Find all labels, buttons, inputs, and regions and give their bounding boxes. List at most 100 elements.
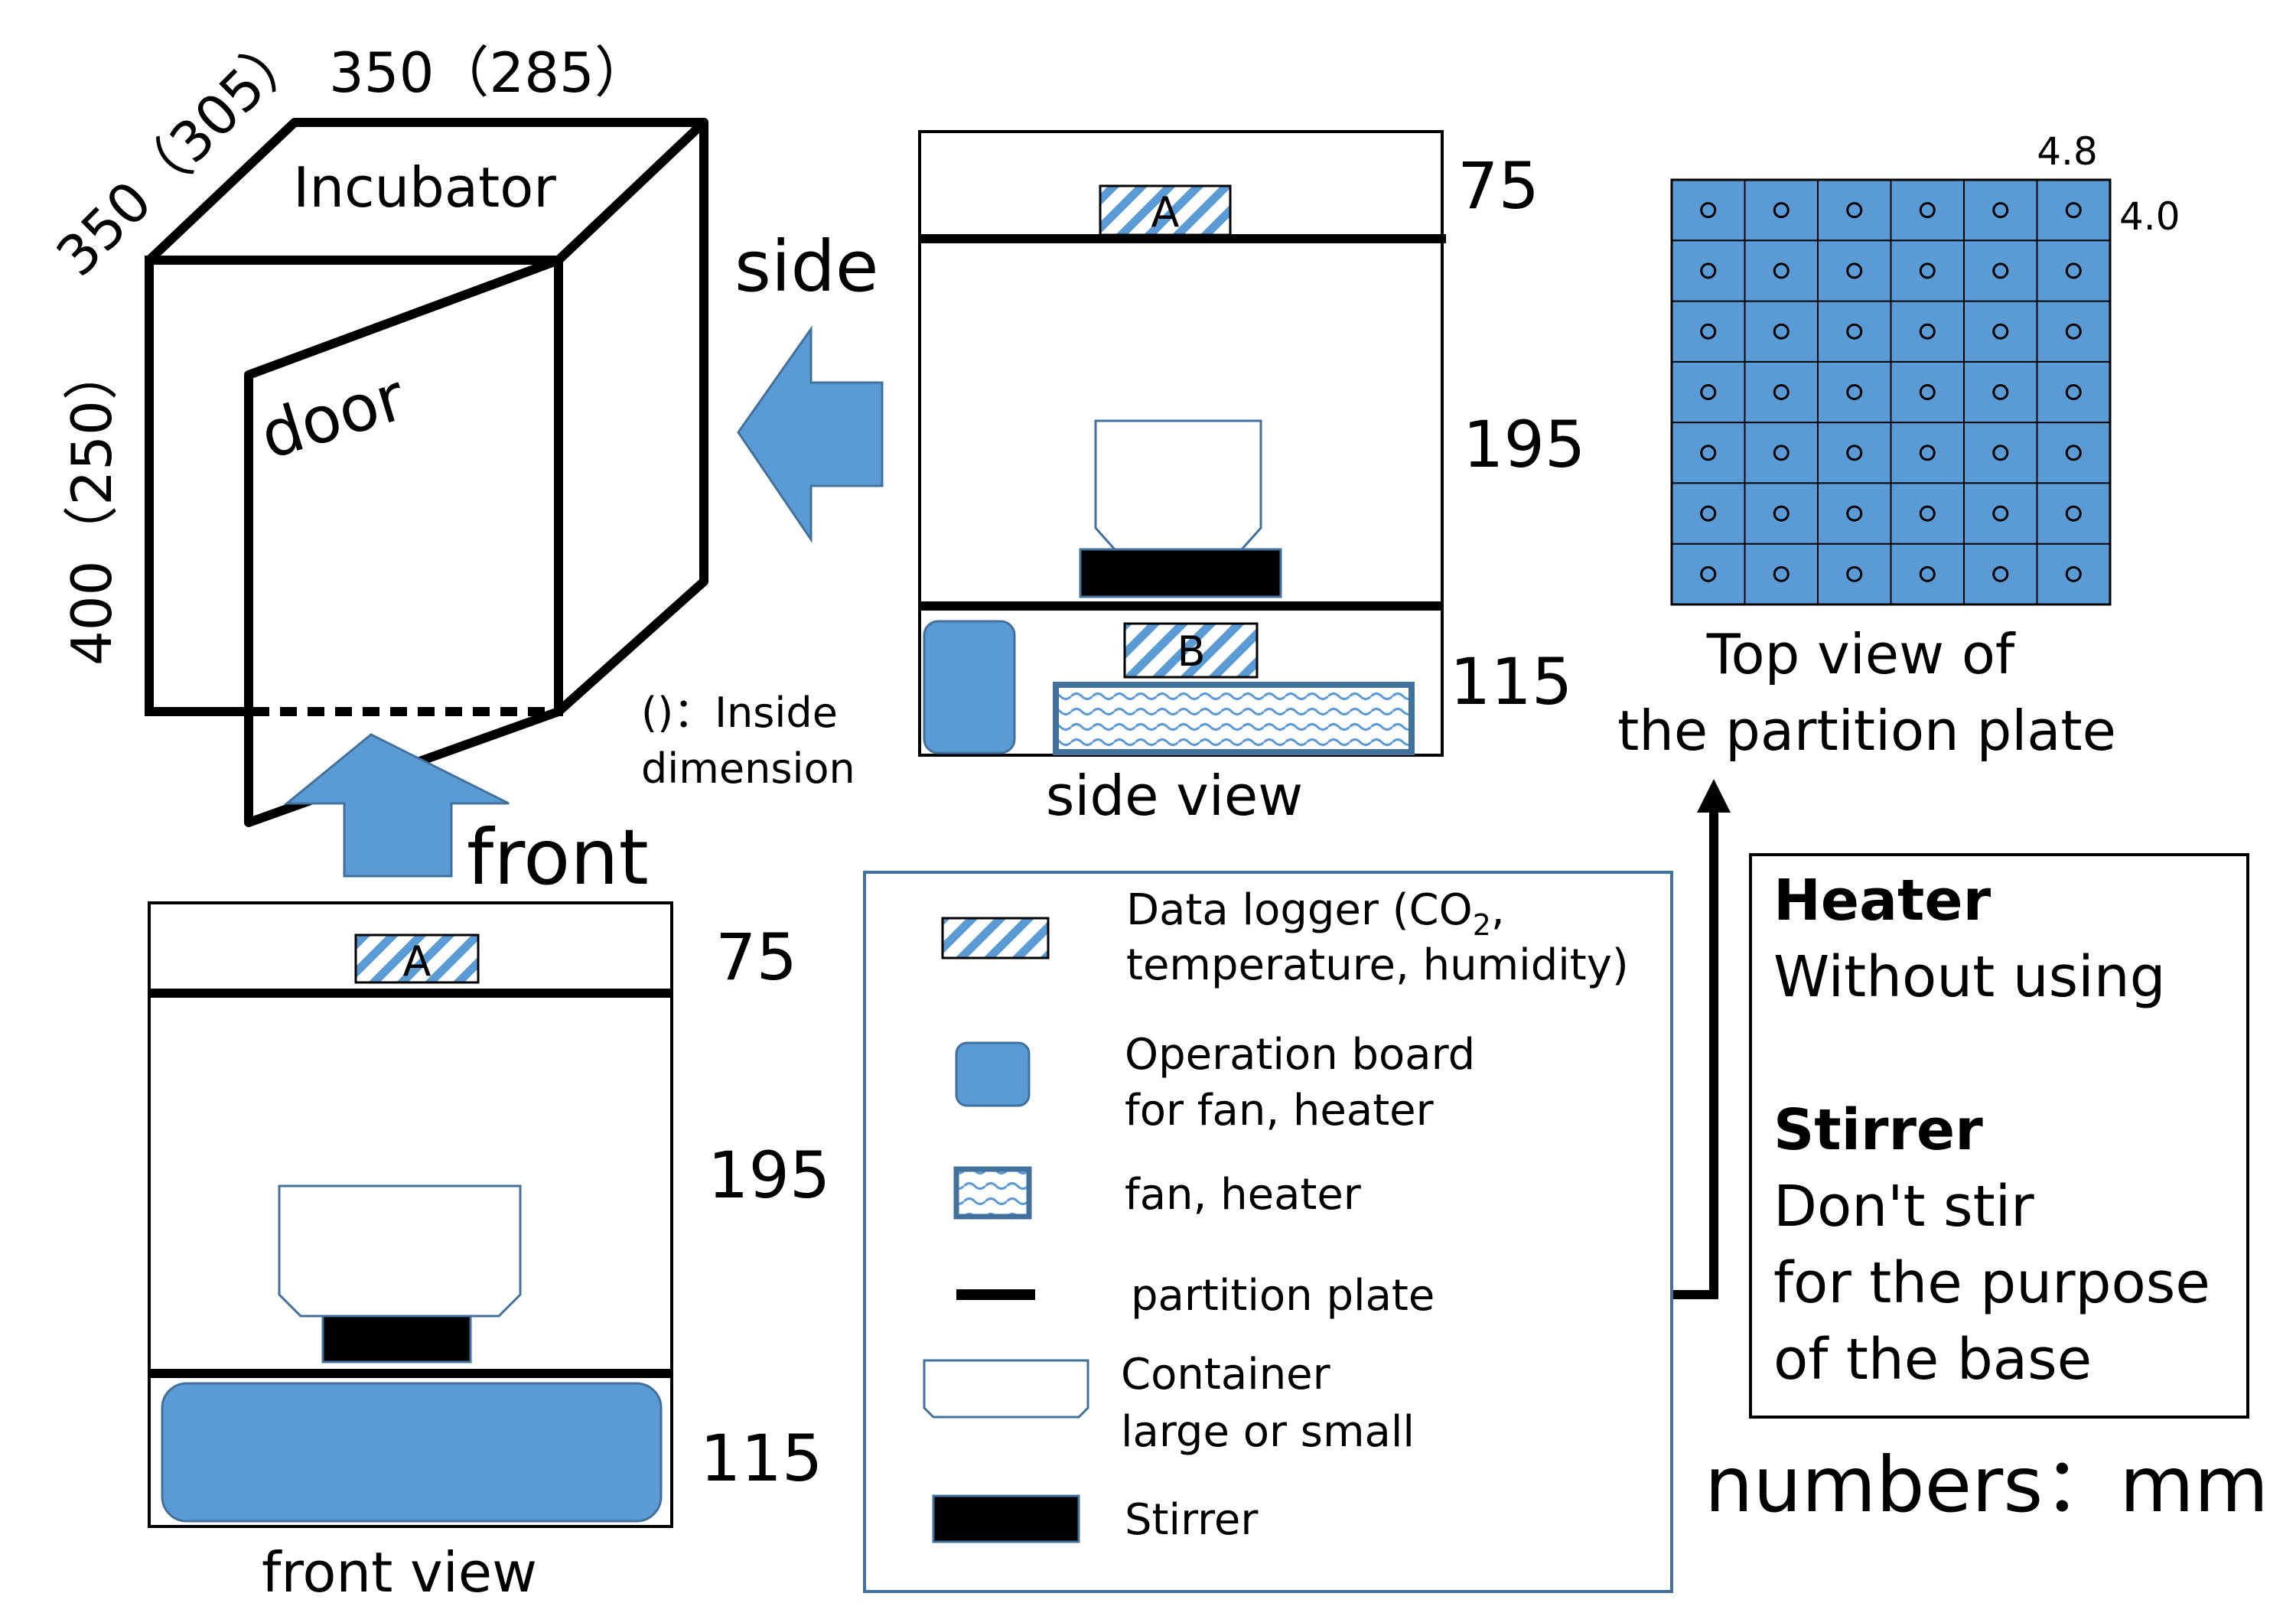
- plate-hole: [1992, 323, 2009, 340]
- heater-note-text: Without using: [1773, 944, 2166, 1010]
- front-arrow-shape: [283, 733, 510, 878]
- plate-hole: [1919, 202, 1936, 219]
- plate-hole: [1919, 445, 1936, 461]
- front-view-container: [278, 1184, 522, 1318]
- top-view-caption-line1: Top view of: [1706, 622, 2016, 686]
- side-view-logger-a-label: A: [1151, 188, 1180, 236]
- plate-hole: [1700, 505, 1717, 522]
- plate-hole: [2065, 384, 2082, 400]
- top-view: 4.8 4.0 Top view of the partition plate: [1617, 129, 2180, 763]
- front-view-caption: front view: [262, 1540, 537, 1605]
- plate-hole: [2065, 445, 2082, 461]
- legend-container-line1: Container: [1121, 1350, 1331, 1399]
- side-arrow: side: [734, 226, 884, 543]
- plate-hole: [2065, 202, 2082, 219]
- side-view-caption: side view: [1046, 764, 1303, 828]
- inside-dimension-note-line2: dimension: [641, 744, 855, 793]
- plate-hole: [1919, 505, 1936, 522]
- plate-hole: [1773, 323, 1790, 340]
- side-arrow-label: side: [734, 226, 879, 308]
- side-view-logger-a: [1099, 184, 1232, 236]
- plate-hole: [1919, 565, 1936, 582]
- front-view: A 75 195 115 front view: [148, 901, 830, 1605]
- legend-frame: [863, 871, 1673, 1593]
- incubator-title: Incubator: [293, 155, 556, 220]
- side-arrow-shape: [737, 325, 884, 543]
- legend-board-line2: for fan, heater: [1125, 1086, 1435, 1135]
- plate-hole: [2065, 565, 2082, 582]
- side-view-fan-heater: [1053, 682, 1415, 755]
- stirrer-note-line2: for the purpose: [1773, 1250, 2210, 1316]
- stirrer-note-line3: of the base: [1773, 1327, 2092, 1393]
- plate-hole: [2065, 262, 2082, 279]
- plate-hole: [1773, 262, 1790, 279]
- notes-box: Heater Without using Stirrer Don't stir …: [1749, 853, 2249, 1419]
- legend-board-line1: Operation board: [1125, 1030, 1475, 1080]
- plate-hole: [1773, 202, 1790, 219]
- plate-hole: [1700, 262, 1717, 279]
- notes-frame: [1749, 853, 2249, 1419]
- plate-hole: [1700, 384, 1717, 400]
- side-view-dim-bottom: 115: [1450, 644, 1572, 719]
- legend-logger-swatch: [941, 917, 1050, 960]
- plate-hole: [2065, 323, 2082, 340]
- plate-hole: [1846, 202, 1863, 219]
- plate-hole: [1846, 262, 1863, 279]
- legend-fan-label: fan, heater: [1125, 1170, 1362, 1220]
- front-view-dim-top: 75: [715, 920, 797, 995]
- plate-hole: [1700, 323, 1717, 340]
- side-view-dim-top: 75: [1457, 148, 1539, 223]
- front-view-dim-middle: 195: [708, 1138, 830, 1213]
- plate-hole: [1700, 202, 1717, 219]
- plate-hole: [1700, 565, 1717, 582]
- plate-hole: [1992, 505, 2009, 522]
- legend-fan-swatch: [953, 1166, 1032, 1220]
- plate-hole: [1773, 565, 1790, 582]
- top-view-dim-cell-height: 4.0: [2119, 194, 2180, 239]
- legend-stirrer-label: Stirrer: [1125, 1495, 1259, 1545]
- plate-hole: [2065, 505, 2082, 522]
- side-view: A B 75 195 115 side view: [918, 130, 1585, 828]
- plate-hole: [1846, 445, 1863, 461]
- side-view-stirrer: [1079, 548, 1282, 598]
- legend-container-line2: large or small: [1121, 1407, 1415, 1457]
- front-arrow-label: front: [467, 813, 649, 902]
- front-view-stirrer: [321, 1315, 472, 1364]
- plate-hole: [1919, 384, 1936, 400]
- top-view-caption-line2: the partition plate: [1617, 699, 2116, 763]
- stirrer-note-title: Stirrer: [1773, 1097, 1983, 1163]
- plate-hole: [1773, 445, 1790, 461]
- stirrer-note-line1: Don't stir: [1773, 1174, 2034, 1240]
- top-view-dim-cell-width: 4.8: [2037, 129, 2098, 174]
- legend-logger-line2: temperature, humidity): [1126, 940, 1629, 990]
- legend-logger-line1: Data logger (CO2,: [1126, 885, 1505, 942]
- plate-hole: [1846, 505, 1863, 522]
- side-view-container: [1094, 419, 1262, 551]
- plate-hole: [1992, 384, 2009, 400]
- side-view-logger-b-label: B: [1177, 627, 1205, 676]
- plate-hole: [1773, 384, 1790, 400]
- plate-hole: [1919, 262, 1936, 279]
- front-view-logger-a-label: A: [403, 937, 432, 986]
- plate-hole: [1992, 445, 2009, 461]
- front-view-logger-a: [354, 933, 480, 984]
- front-view-dim-bottom: 115: [700, 1421, 822, 1496]
- side-view-operation-board: [923, 620, 1016, 754]
- heater-note-title: Heater: [1773, 868, 1991, 933]
- legend-board-swatch: [955, 1041, 1031, 1107]
- plate-hole: [1992, 565, 2009, 582]
- plate-hole: [1992, 262, 2009, 279]
- units-note: numbers：mm: [1705, 1440, 2268, 1530]
- plate-hole: [1846, 384, 1863, 400]
- partition-plate-grid: [1670, 178, 2112, 606]
- connector-arrowhead: [1697, 779, 1731, 813]
- incubator-width-dim: 350（285）: [329, 41, 650, 105]
- legend-container-swatch: [923, 1359, 1089, 1419]
- plate-hole: [1846, 565, 1863, 582]
- plate-hole: [1846, 323, 1863, 340]
- inside-dimension-note-line1: ()：Inside: [641, 689, 838, 737]
- plate-hole: [1773, 505, 1790, 522]
- front-arrow: front: [283, 733, 649, 902]
- legend: Data logger (CO2, temperature, humidity)…: [863, 871, 1673, 1593]
